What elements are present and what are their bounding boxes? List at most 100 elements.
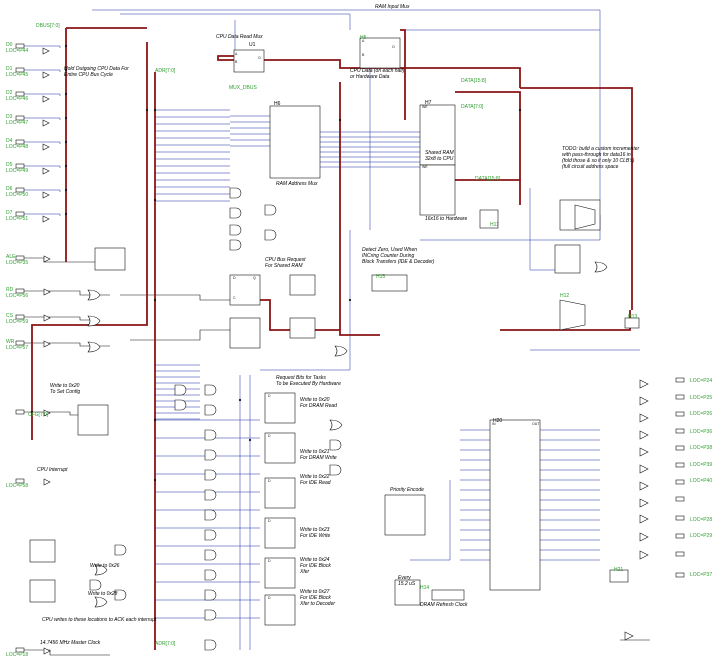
pad-box bbox=[15, 340, 25, 346]
input-buffer bbox=[42, 191, 50, 199]
junction-dot bbox=[518, 108, 522, 112]
port-loc-right: LOC=P36 bbox=[690, 429, 713, 435]
pin-label: WE bbox=[422, 165, 428, 169]
junction-dot bbox=[153, 198, 157, 202]
ff-0x27 bbox=[264, 594, 296, 626]
top-wire bbox=[120, 13, 351, 30]
port-net-d0: D0 bbox=[6, 42, 13, 48]
junction-dot bbox=[64, 44, 68, 48]
and-gate bbox=[204, 589, 217, 601]
pin-label: O bbox=[392, 45, 395, 49]
note-every-15us: Every 15.2 uS bbox=[398, 575, 416, 587]
h20-controller bbox=[489, 419, 541, 591]
and-gate bbox=[174, 384, 187, 396]
input-buffer bbox=[42, 95, 50, 103]
port-loc-right: LOC=P26 bbox=[690, 411, 713, 417]
ff-0x22 bbox=[264, 477, 296, 509]
pin-label: OUT bbox=[532, 422, 540, 426]
pad-box bbox=[15, 314, 25, 320]
pad-box bbox=[15, 43, 25, 49]
junction-dot bbox=[153, 298, 157, 302]
ff-a bbox=[289, 274, 316, 296]
h11-block bbox=[479, 209, 499, 229]
port-loc: LOC=P56 bbox=[6, 293, 29, 299]
output-buffer bbox=[639, 379, 649, 389]
wr-path bbox=[130, 329, 230, 341]
output-buffer bbox=[624, 631, 634, 641]
latch-ale bbox=[94, 247, 126, 271]
bus-label-dbus: DBUS[7:0] bbox=[36, 23, 60, 29]
port-loc-right: LOC=P28 bbox=[690, 517, 713, 523]
port-loc: LOC=P50 bbox=[6, 192, 29, 198]
rd-path bbox=[120, 294, 230, 301]
junction-dot bbox=[153, 418, 157, 422]
pin-label: B bbox=[362, 53, 365, 57]
pad-box bbox=[15, 115, 25, 121]
ale-wire bbox=[24, 257, 100, 263]
pin-label: D bbox=[268, 596, 271, 600]
port-net-d7: D7 bbox=[6, 210, 13, 216]
junction-dot bbox=[64, 140, 68, 144]
junction-dot bbox=[153, 478, 157, 482]
or-gate bbox=[334, 345, 348, 357]
and-gate bbox=[229, 224, 242, 236]
and-gate bbox=[264, 204, 277, 216]
note-detect-zero: Detect Zero, Used When INCring Counter D… bbox=[362, 247, 435, 265]
and-gate bbox=[204, 489, 217, 501]
junction-dot bbox=[338, 118, 342, 122]
output-buffer bbox=[639, 447, 649, 457]
and-gate bbox=[204, 404, 217, 416]
note-write-0x23: Write to 0x23 For IDE Write bbox=[300, 527, 331, 539]
bus-label-data-15-8b: DATA[15:8] bbox=[475, 176, 501, 182]
input-buffer bbox=[42, 167, 50, 175]
ff-b bbox=[289, 317, 316, 339]
port-net-wr: WR bbox=[6, 339, 15, 345]
input-buffer bbox=[43, 478, 51, 486]
input-buffer bbox=[42, 119, 50, 127]
bus-label-data-7-0: DATA[7:0] bbox=[461, 104, 484, 110]
port-loc: LOC=P51 bbox=[6, 216, 29, 222]
note-write-0x24: Write to 0x24 For IDE Block Xfer bbox=[300, 557, 331, 575]
port-loc: LOC=P57 bbox=[6, 345, 29, 351]
pad-box bbox=[15, 67, 25, 73]
pad-box bbox=[15, 211, 25, 217]
data-in-wire bbox=[24, 165, 61, 168]
pin-label: WE bbox=[422, 105, 428, 109]
note-priority-encode: Priority Encode bbox=[390, 487, 424, 493]
ff-0x23 bbox=[264, 517, 296, 549]
input-buffer bbox=[43, 409, 51, 417]
input-buffer bbox=[42, 143, 50, 151]
port-loc-right: LOC=P39 bbox=[690, 462, 713, 468]
pad-box bbox=[15, 647, 25, 653]
part-mux-dbus: MUX_DBUS bbox=[229, 85, 257, 91]
input-buffer bbox=[42, 215, 50, 223]
note-ram-input-mux: RAM Input Mux bbox=[375, 4, 410, 10]
part-h5: H5 bbox=[360, 35, 367, 41]
top-wire-long bbox=[92, 9, 601, 200]
note-ram-address-mux: RAM Address Mux bbox=[276, 181, 318, 187]
pad-box bbox=[675, 533, 685, 539]
and-gate bbox=[89, 579, 102, 591]
port-net-d2: D2 bbox=[6, 90, 13, 96]
note-write-0x20b: Write to 0x20 For DRAM Read bbox=[300, 397, 337, 409]
pin-label: IN bbox=[492, 422, 496, 426]
or-gate bbox=[94, 596, 108, 608]
or-gate bbox=[87, 289, 101, 301]
pin-label: D bbox=[268, 434, 271, 438]
input-buffer bbox=[43, 647, 51, 655]
note-shared-ram: Shared RAM 32x8 to CPU bbox=[425, 150, 454, 162]
junction-dot bbox=[64, 68, 68, 72]
pin-label: A bbox=[235, 52, 238, 56]
part-h21: H21 bbox=[614, 567, 624, 573]
port-loc-right: LOC=P40 bbox=[690, 478, 713, 484]
or-gate bbox=[594, 261, 608, 273]
pad-box bbox=[15, 255, 25, 261]
input-buffer bbox=[43, 288, 51, 296]
output-buffer bbox=[639, 481, 649, 491]
and-gate bbox=[204, 639, 217, 651]
note-write-0x26: Write to 0x26 bbox=[90, 563, 120, 569]
note-write-0x28: Write to 0x28 bbox=[88, 591, 118, 597]
h13-block bbox=[624, 317, 640, 329]
bus-dbus bbox=[31, 42, 148, 440]
ff-bus-req-a bbox=[229, 274, 261, 306]
